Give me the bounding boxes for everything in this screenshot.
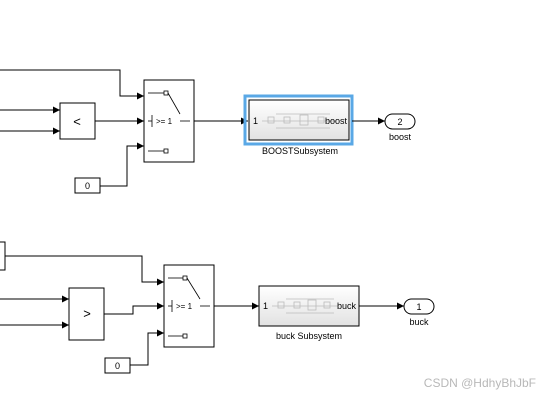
signal-line-upper-const (100, 142, 144, 187)
signal-line-lower-compare-out (104, 302, 164, 315)
constant-value: 0 (115, 361, 120, 371)
subsystem-name: buck Subsystem (276, 331, 342, 341)
switch-threshold-label: >= 1 (156, 117, 173, 126)
outport-name: buck (409, 317, 429, 327)
subsystem-outport-label: buck (337, 301, 357, 311)
relational-operator-symbol: < (73, 114, 81, 129)
subsystem-inport-label: 1 (253, 116, 258, 126)
subsystem-boost[interactable]: 1 boost (243, 94, 354, 146)
partial-source-block[interactable] (0, 241, 6, 271)
constant-block-lower[interactable]: 0 (104, 357, 131, 374)
relational-operator-lower[interactable]: > (68, 287, 105, 341)
watermark-text: CSDN @HdhyBhJbF (423, 376, 536, 390)
outport-boost[interactable]: 2 (384, 113, 416, 130)
outport-number: 1 (416, 302, 421, 312)
outport-number: 2 (397, 117, 402, 127)
selection-highlight (243, 94, 354, 146)
switch-block-lower[interactable]: >= 1 (163, 264, 215, 348)
outport-buck[interactable]: 1 (403, 298, 435, 315)
constant-block-upper[interactable]: 0 (74, 177, 101, 194)
signal-line-lower-control (5, 255, 164, 286)
signal-line-upper-control (0, 69, 144, 100)
subsystem-inport-label: 1 (263, 301, 268, 311)
constant-value: 0 (85, 181, 90, 191)
subsystem-buck[interactable]: 1 buck (258, 285, 360, 327)
subsystem-outport-label: boost (325, 116, 348, 126)
switch-block-upper[interactable]: >= 1 (143, 79, 195, 163)
subsystem-preview-icon (262, 113, 336, 129)
subsystem-preview-icon (272, 298, 338, 314)
subsystem-name: BOOSTSubsystem (262, 146, 338, 156)
signal-line-lower-const (130, 329, 164, 366)
outport-name: boost (389, 132, 412, 142)
switch-threshold-label: >= 1 (176, 302, 193, 311)
relational-operator-upper[interactable]: < (59, 102, 96, 140)
relational-operator-symbol: > (83, 306, 91, 321)
